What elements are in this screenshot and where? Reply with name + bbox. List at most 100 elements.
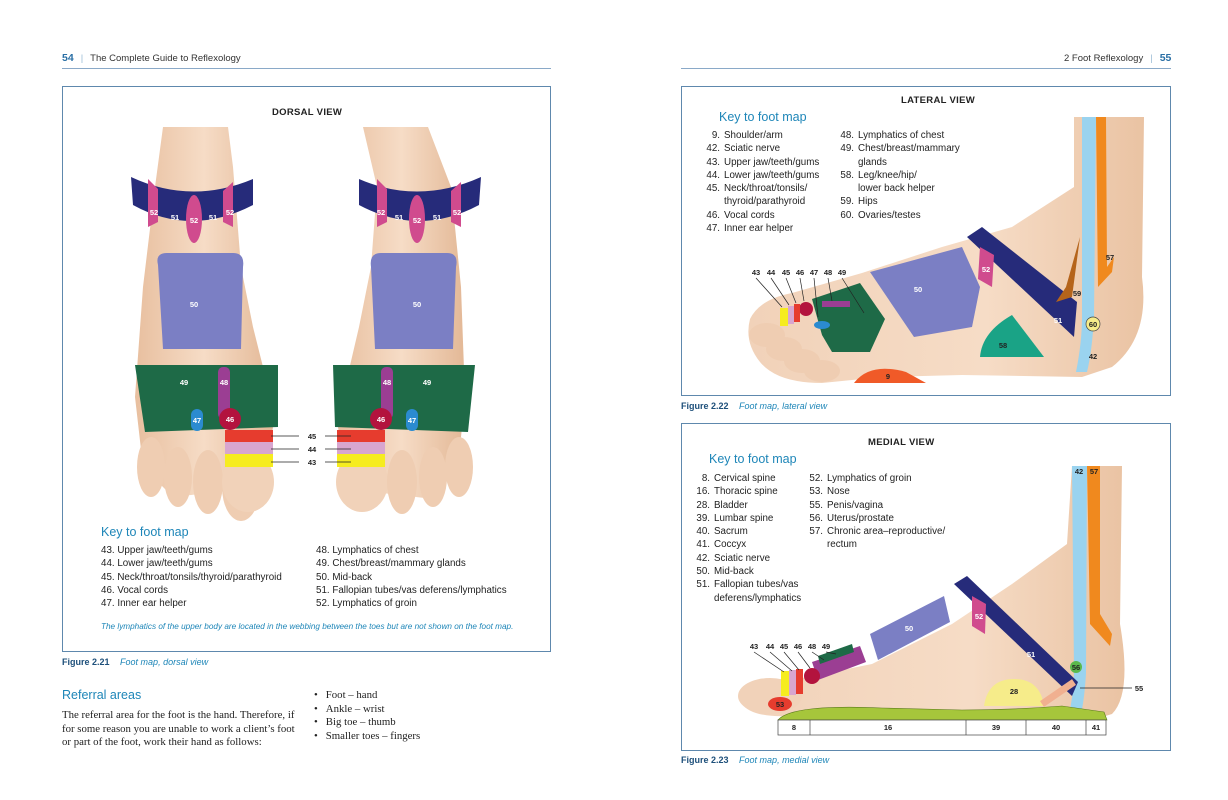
key-item: 52.Lymphatics of groin — [809, 473, 912, 484]
lateral-zone-45 — [794, 304, 800, 322]
key-item: 59.Hips — [840, 196, 878, 208]
referral-areas-body: The referral area for the foot is the ha… — [62, 709, 295, 748]
lbl-39: 39 — [992, 723, 1000, 732]
key-item: 53.Nose — [809, 486, 850, 498]
key-item: 44.Lower jaw/teeth/gums — [706, 169, 820, 181]
key-item: 50.Mid-back — [696, 566, 754, 578]
lbl-52: 52 — [226, 208, 234, 217]
lbl-46: 46 — [226, 415, 234, 424]
medial-view-title: MEDIAL VIEW — [868, 437, 935, 448]
lbl-47: 47 — [408, 416, 416, 425]
lateral-view-title: LATERAL VIEW — [901, 95, 975, 106]
lateral-zone-9 — [854, 368, 926, 383]
lbl-16: 16 — [884, 723, 892, 732]
referral-list: Foot – hand Ankle – wrist Big toe – thum… — [314, 689, 420, 743]
lbl-48: 48 — [808, 642, 816, 651]
lbl-43: 43 — [750, 642, 758, 651]
referral-areas-heading: Referral areas — [62, 688, 142, 702]
dorsal-view-frame: DORSAL VIEW 52 51 52 51 52 — [62, 86, 551, 652]
key-item: 28.Bladder — [696, 499, 748, 511]
right-dorsal-zone-46 — [370, 408, 392, 430]
lateral-leader-lines — [755, 277, 865, 318]
lbl-47: 47 — [193, 416, 201, 425]
left-foot-toe-1 — [137, 437, 165, 497]
lateral-zone-47 — [814, 321, 830, 329]
right-dorsal-zone-52b — [451, 182, 461, 227]
lbl-41: 41 — [1092, 723, 1100, 732]
lateral-zone-42 — [1076, 117, 1096, 372]
lbl-9: 9 — [886, 372, 890, 381]
lbl-52: 52 — [453, 208, 461, 217]
key-item: 44. Lower jaw/teeth/gums — [101, 558, 213, 570]
dorsal-key-col2: 48. Lymphatics of chest 49. Chest/breast… — [316, 544, 507, 610]
medial-zone-28 — [984, 679, 1044, 706]
dorsal-foot-map: 52 51 52 51 52 50 49 48 47 46 — [131, 127, 481, 521]
right-dorsal-zone-52a — [377, 179, 387, 227]
left-dorsal-zone-52a — [148, 179, 158, 227]
caption-figure-number: Figure 2.23 — [681, 755, 729, 765]
left-dorsal-zone-47 — [191, 409, 203, 431]
caption-figure-number: Figure 2.21 — [62, 657, 110, 667]
key-item: 43. Upper jaw/teeth/gums — [101, 545, 213, 556]
medial-zone-57 — [1087, 466, 1112, 646]
key-item: 46. Vocal cords — [101, 584, 168, 596]
left-dorsal-zone-45 — [225, 430, 273, 442]
running-head-divider: | — [1150, 52, 1153, 64]
lbl-49: 49 — [838, 268, 846, 277]
lbl-46: 46 — [796, 268, 804, 277]
lbl-55: 55 — [1135, 684, 1143, 693]
lbl-51: 51 — [171, 213, 179, 222]
right-dorsal-zone-48 — [381, 367, 393, 419]
lbl-48: 48 — [383, 378, 391, 387]
left-dorsal-zone-52c — [186, 195, 202, 243]
lbl-58: 58 — [999, 341, 1007, 350]
lateral-key-col2: 48.Lymphatics of chest 49.Chest/breast/m… — [834, 129, 960, 222]
key-item: 45.Neck/throat/tonsils/thyroid/parathyro… — [706, 183, 808, 208]
figure-2-23-caption: Figure 2.23 Foot map, medial view — [681, 755, 829, 765]
left-foot-toe-3 — [193, 450, 223, 514]
lbl-45: 45 — [782, 268, 790, 277]
lateral-zone-58 — [980, 315, 1044, 357]
left-dorsal-zone-48 — [218, 367, 230, 419]
medial-zone-53 — [768, 697, 792, 711]
caption-text: Foot map, dorsal view — [120, 657, 209, 667]
referral-item: Foot – hand — [314, 689, 420, 703]
left-dorsal-zone-52b — [223, 182, 233, 227]
left-dorsal-zone-49 — [135, 365, 278, 432]
medial-leader-lines — [753, 651, 1132, 689]
lbl-50: 50 — [905, 624, 913, 633]
key-item: 41.Coccyx — [696, 539, 747, 551]
caption-figure-number: Figure 2.22 — [681, 401, 729, 411]
key-item: 50. Mid-back — [316, 571, 373, 583]
lbl-59: 59 — [1073, 289, 1081, 298]
lbl-52: 52 — [190, 216, 198, 225]
lateral-toe-4 — [804, 360, 840, 382]
key-item: 39.Lumbar spine — [696, 512, 774, 524]
key-item: 9.Shoulder/arm — [711, 130, 783, 141]
right-foot-toe-2 — [387, 450, 417, 514]
lbl-51: 51 — [1054, 316, 1062, 325]
lbl-44: 44 — [308, 445, 317, 454]
lbl-57: 57 — [1106, 253, 1114, 262]
medial-key-col2: 52.Lymphatics of groin 53.Nose 55.Penis/… — [803, 472, 945, 552]
key-item: 8.Cervical spine — [701, 473, 776, 484]
lateral-zone-51 — [967, 227, 1077, 337]
dorsal-key-col1: 43. Upper jaw/teeth/gums 44. Lower jaw/t… — [101, 544, 282, 610]
right-dorsal-zone-50 — [370, 253, 457, 349]
key-item: 51. Fallopian tubes/vas deferens/lymphat… — [316, 584, 507, 596]
referral-item: Big toe – thumb — [314, 716, 420, 730]
dorsal-key-title: Key to foot map — [101, 525, 189, 539]
medial-zone-43 — [781, 671, 789, 696]
referral-item: Smaller toes – fingers — [314, 730, 420, 744]
right-running-head: 2 Foot Reflexology | 55 — [1064, 52, 1171, 64]
lbl-48: 48 — [220, 378, 228, 387]
left-dorsal-zone-44 — [225, 442, 273, 454]
lateral-zone-59 — [1056, 237, 1080, 302]
right-foot-toe-4 — [445, 437, 473, 497]
right-page-number: 55 — [1159, 52, 1172, 64]
lbl-51: 51 — [209, 213, 217, 222]
lbl-50: 50 — [190, 300, 198, 309]
right-dorsal-zone-45 — [337, 430, 385, 442]
lateral-view-frame: LATERAL VIEW Key to foot map 9.Shoulder/… — [681, 86, 1171, 396]
